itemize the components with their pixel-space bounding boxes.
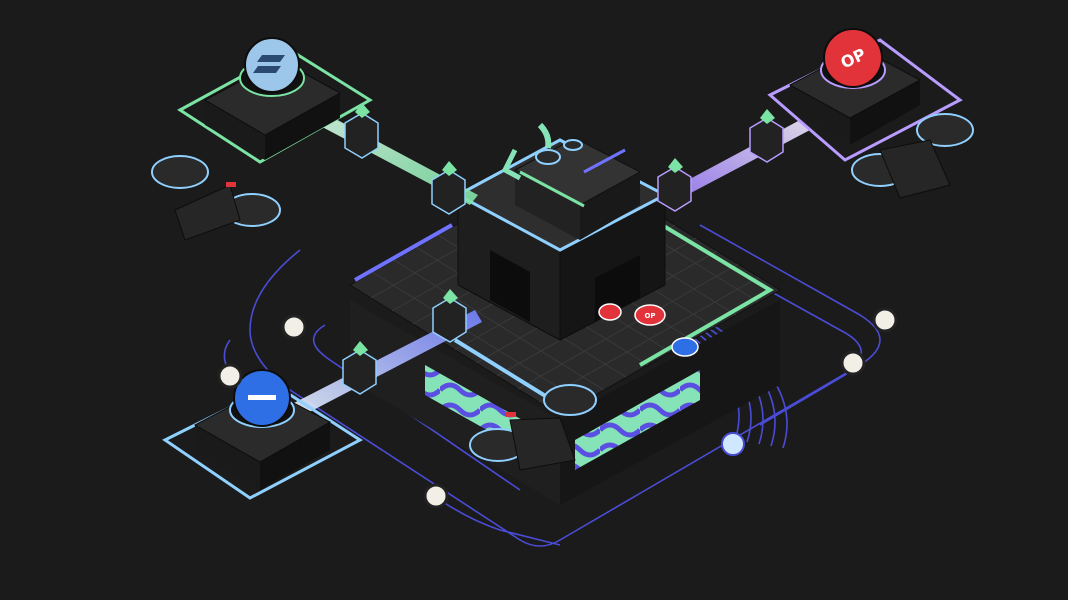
drones [151,113,974,471]
relay-cube-5 [432,289,467,343]
op-token-2 [598,303,622,321]
drone-center [469,384,597,471]
wave-band-right [575,370,700,470]
optimism-node: OP [767,28,963,162]
relay-cubes [342,103,784,395]
avatar-token-2 [217,363,243,389]
beam-arbitrum [290,100,478,205]
svg-text:OP: OP [644,312,655,320]
platform-edge-lightblue [453,338,562,407]
tokens: OP [217,303,898,509]
arbitrum-logo-icon [244,37,300,93]
eth-token-icon [721,432,745,456]
beam-base [290,310,482,418]
central-machine [454,122,669,341]
base-node [162,369,363,500]
dial-icon [535,149,561,165]
drone-right [851,113,974,199]
dial-icon-2 [563,139,583,151]
avatar-token-1 [281,314,307,340]
drone-left [151,155,281,241]
op-token-1: OP [634,304,666,326]
platform-edge-blue [354,223,453,282]
relay-cube-2 [431,161,466,215]
relay-cube-4 [657,158,692,212]
relay-cube-1 [344,103,379,159]
optimism-logo-icon [823,28,883,88]
base-token-1 [671,337,699,357]
avatar-token-5 [423,483,449,509]
relay-cube-3 [749,109,784,163]
avatar-token-3 [872,307,898,333]
avatar-token-4 [840,350,866,376]
relay-cube-6 [342,341,377,395]
arbitrum-node [177,37,373,164]
tube-icon [537,122,552,149]
